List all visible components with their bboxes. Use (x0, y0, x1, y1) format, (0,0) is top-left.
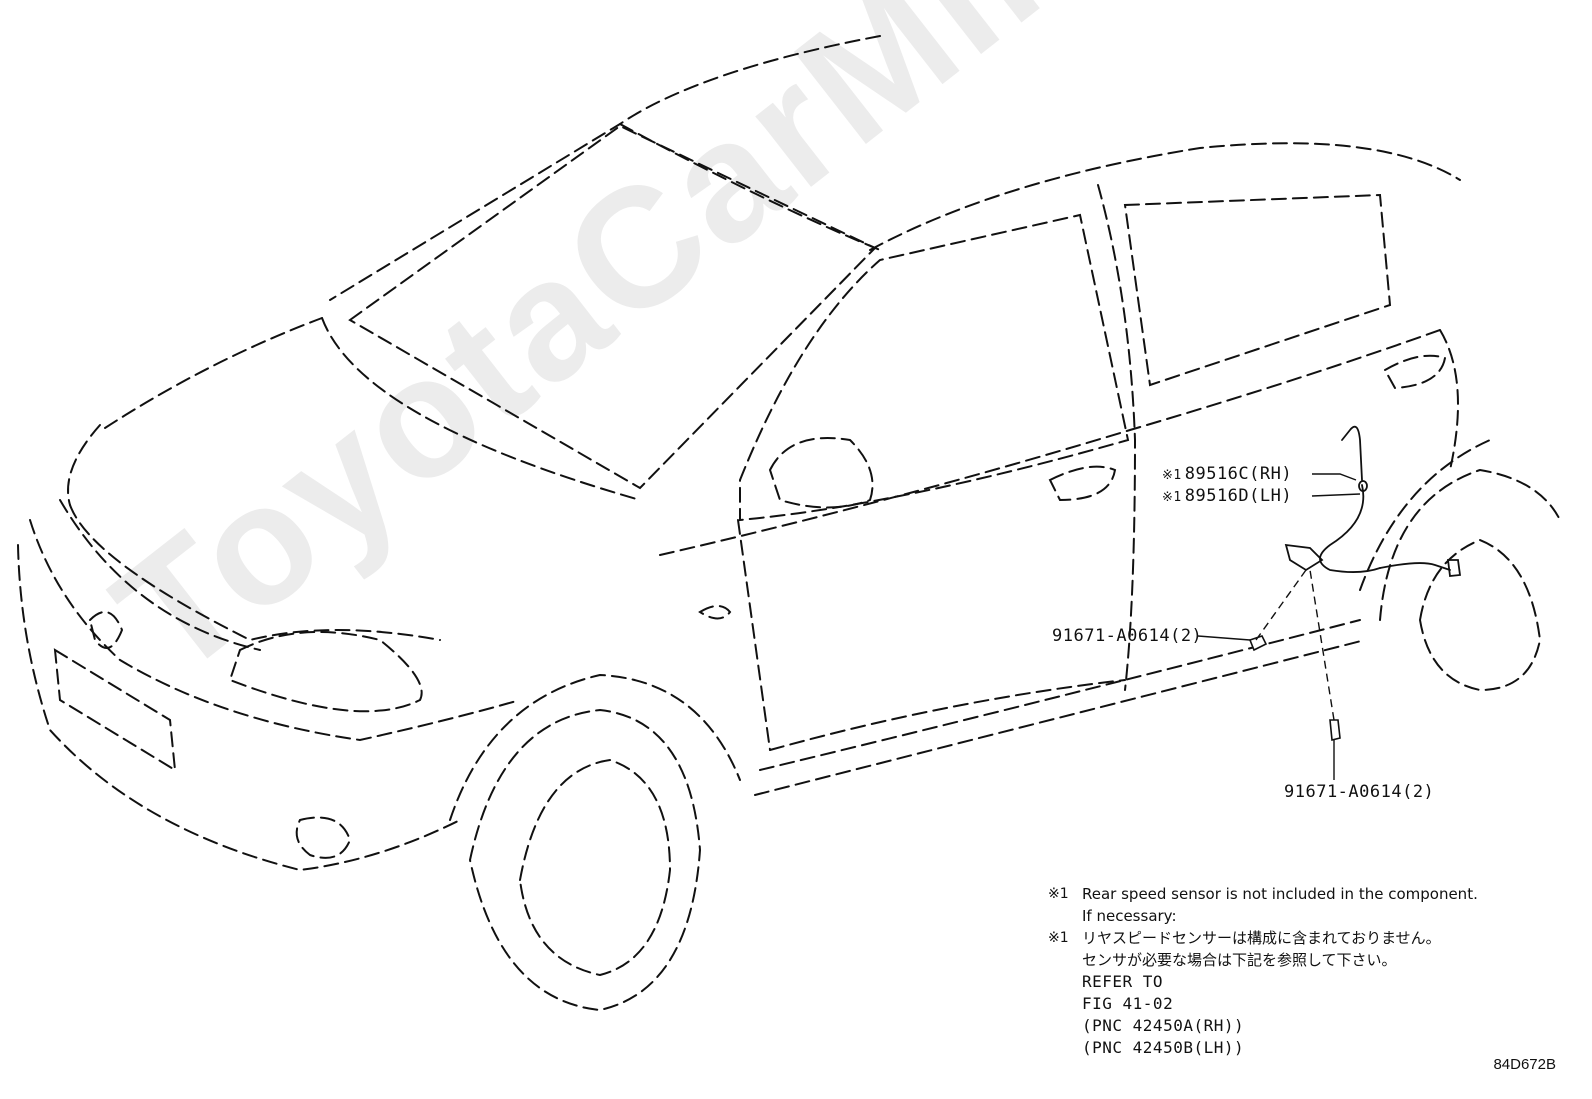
front-tire-outer (468, 708, 702, 1012)
windshield (348, 124, 877, 490)
leader-bolt-upper (1197, 635, 1251, 641)
foglamp (295, 816, 352, 859)
roof-side (869, 142, 1461, 251)
front-door-bottom (769, 679, 1126, 751)
install-line-upper (1255, 569, 1307, 641)
front-door-window (739, 213, 1130, 522)
note-pnc-lh: (PNC 42450B(LH)) (1048, 1037, 1578, 1059)
rocker-lower (754, 639, 1366, 796)
b-pillar (1097, 184, 1137, 691)
diagram-code: 84D672B (1493, 1056, 1556, 1073)
front-door-handle (1048, 465, 1117, 502)
note-text: (PNC 42450B(LH)) (1082, 1038, 1245, 1057)
a-pillar (321, 317, 641, 501)
sensor-grommet (1358, 480, 1368, 492)
sensor-bracket (1284, 543, 1324, 572)
hood-top (104, 317, 323, 429)
rear-wheel-arch (1359, 439, 1491, 591)
quarter-line (1439, 329, 1459, 471)
sensor-harness-tail (1379, 562, 1451, 571)
note-jp-line1: ※1 リヤスピードセンサーは構成に含まれておりません。 (1048, 927, 1578, 949)
rear-tire-outer (1379, 468, 1561, 621)
roof-line (329, 35, 881, 301)
note-text: FIG 41-02 (1082, 994, 1174, 1013)
lower-grille (53, 648, 177, 772)
belt-line (659, 329, 1441, 556)
sensor-connector (1446, 559, 1462, 577)
callout-ref-mark: ※1 (1162, 490, 1182, 505)
note-mark: ※1 (1048, 886, 1069, 902)
rear-tire-inner (1418, 538, 1542, 692)
rear-door-window (1123, 193, 1392, 387)
hood-front (67, 424, 101, 506)
note-text: センサが必要な場合は下記を参照して下さい。 (1082, 951, 1397, 969)
part-number: 89516C(RH) (1184, 464, 1293, 484)
front-tire-inner (518, 758, 672, 977)
front-fascia-upper (29, 519, 521, 742)
note-jp-line2: センサが必要な場合は下記を参照して下さい。 (1048, 949, 1578, 971)
front-wheel-arch (449, 673, 741, 821)
rear-door-handle (1383, 354, 1447, 390)
rocker-panel (759, 619, 1361, 771)
note-refer: REFER TO (1048, 971, 1578, 993)
callout-bolt-lower: 91671-A0614(2) (1284, 782, 1435, 802)
leader-sensor-rh (1312, 473, 1357, 481)
part-number: 89516D(LH) (1184, 486, 1293, 506)
grille-top (59, 499, 261, 651)
fuel-cap (698, 605, 732, 620)
hood-edge (69, 504, 441, 642)
note-en-line1: ※1 Rear speed sensor is not included in … (1048, 883, 1578, 905)
front-fascia (17, 544, 461, 872)
note-text: Rear speed sensor is not included in the… (1082, 885, 1478, 903)
roof-rear (619, 123, 881, 251)
bolt-lower-icon (1329, 719, 1341, 742)
install-line-lower (1309, 569, 1335, 721)
note-pnc-rh: (PNC 42450A(RH)) (1048, 1015, 1578, 1037)
callout-bolt-upper: 91671-A0614(2) (1052, 626, 1203, 646)
note-text: リヤスピードセンサーは構成に含まれておりません。 (1082, 929, 1441, 947)
front-door-front-edge (737, 519, 771, 751)
sensor-harness-top (1341, 425, 1363, 481)
leader-sensor-lh (1311, 493, 1361, 497)
headlamp (228, 631, 423, 713)
note-text: If necessary: (1082, 907, 1177, 925)
note-text: (PNC 42450A(RH)) (1082, 1016, 1245, 1035)
note-fig: FIG 41-02 (1048, 993, 1578, 1015)
footnote-block: ※1 Rear speed sensor is not included in … (1048, 883, 1578, 1059)
note-en-line2: If necessary: (1048, 905, 1578, 927)
callout-ref-mark: ※1 (1162, 468, 1182, 483)
sensor-harness-line (1319, 484, 1381, 573)
note-text: REFER TO (1082, 972, 1164, 991)
note-mark: ※1 (1048, 930, 1069, 946)
emblem (88, 611, 124, 649)
front-mirror (768, 437, 874, 509)
